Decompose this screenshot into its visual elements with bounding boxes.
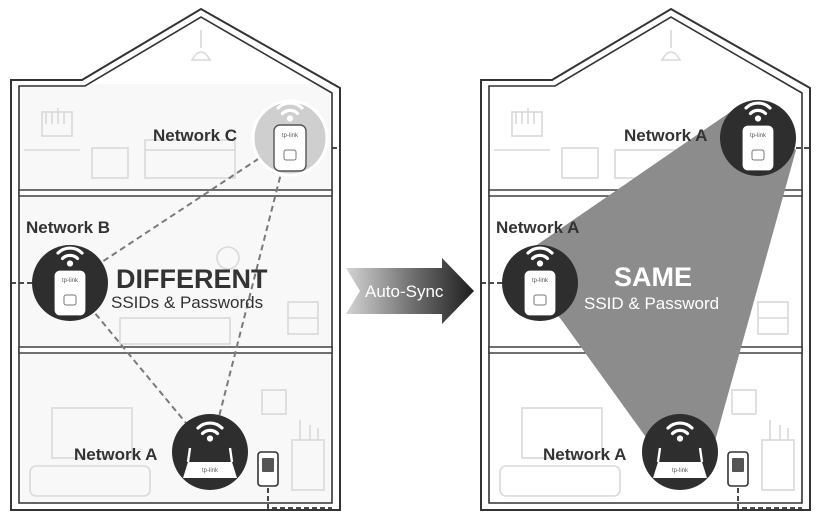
logo-text: tp-link bbox=[672, 468, 689, 474]
left-middle-furniture bbox=[119, 246, 319, 345]
right-house: tp-link tp-link tp-link bbox=[480, 7, 811, 511]
left-floor-slab-2 bbox=[18, 346, 333, 354]
left-label-network-a: Network A bbox=[74, 445, 158, 464]
left-headline: DIFFERENT bbox=[116, 264, 268, 294]
right-house-outline bbox=[480, 7, 811, 511]
logo-text: tp-link bbox=[532, 278, 549, 284]
router-network-a-right: tp-link bbox=[642, 414, 718, 490]
left-label-network-c: Network C bbox=[153, 126, 238, 145]
right-subline: SSID & Password bbox=[584, 294, 720, 313]
auto-sync-arrow bbox=[346, 258, 474, 324]
right-headline: SAME bbox=[614, 262, 693, 292]
logo-text: tp-link bbox=[282, 133, 299, 139]
left-subline: SSIDs & Passwords bbox=[111, 293, 264, 312]
left-house: tp-link tp-link tp-link bbox=[10, 7, 341, 511]
logo-text: tp-link bbox=[62, 278, 79, 284]
left-floor-slab-1 bbox=[18, 189, 333, 197]
arrow-label: Auto-Sync bbox=[365, 282, 444, 301]
left-label-network-b: Network B bbox=[26, 218, 111, 237]
left-floor-bottom-bg bbox=[20, 354, 330, 504]
right-label-top: Network A bbox=[624, 126, 708, 145]
left-powerline-unit bbox=[257, 451, 279, 487]
left-house-outline bbox=[10, 7, 341, 511]
left-bottom-furniture bbox=[29, 389, 325, 497]
right-label-bottom: Network A bbox=[543, 445, 627, 464]
extender-network-c: tp-link bbox=[251, 99, 329, 177]
extender-top-right: tp-link bbox=[720, 100, 796, 176]
right-cable bbox=[737, 488, 802, 509]
logo-text: tp-link bbox=[750, 133, 767, 139]
right-label-middle: Network A bbox=[496, 218, 580, 237]
logo-text: tp-link bbox=[202, 468, 219, 474]
router-network-a-left: tp-link bbox=[172, 414, 248, 490]
left-top-furniture bbox=[24, 30, 236, 179]
extender-network-b: tp-link bbox=[32, 245, 108, 321]
extender-middle-right: tp-link bbox=[502, 245, 578, 321]
right-powerline-unit bbox=[727, 451, 749, 487]
left-cable bbox=[267, 488, 332, 509]
